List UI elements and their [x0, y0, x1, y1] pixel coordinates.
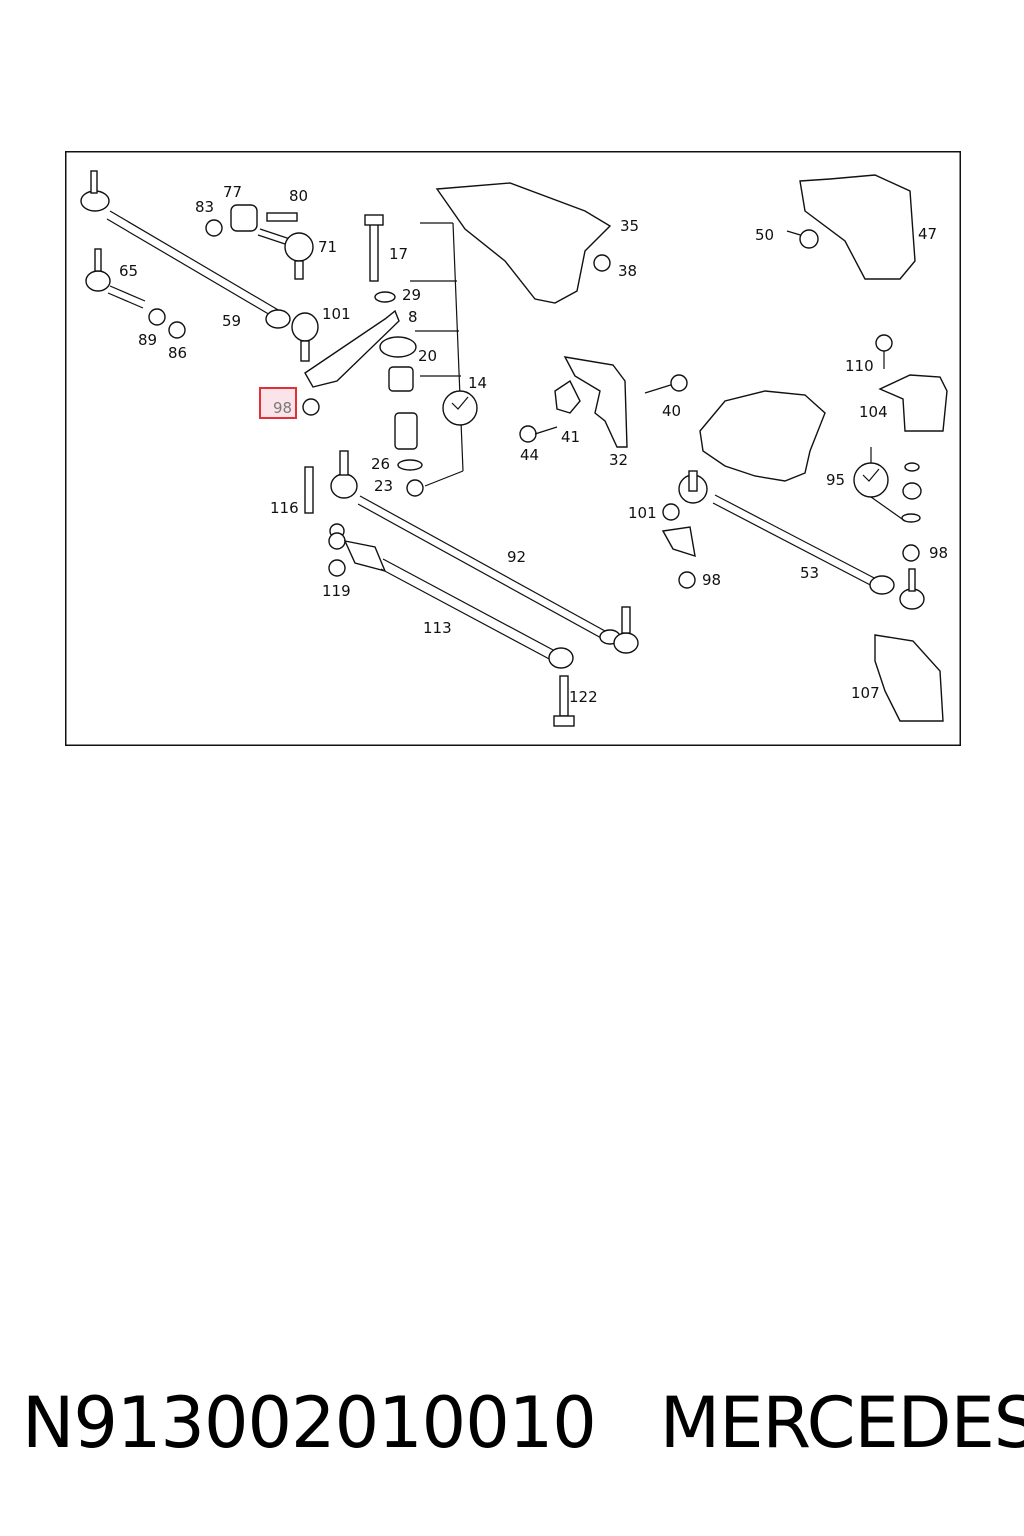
tie-rod-end-65 — [85, 248, 186, 339]
label-98-highlighted: 98 — [273, 399, 292, 417]
bracket-32 — [519, 356, 688, 448]
label-59: 59 — [222, 312, 241, 330]
label-77: 77 — [223, 183, 242, 201]
idler-arm-assembly — [302, 214, 478, 497]
label-92: 92 — [507, 548, 526, 566]
part-caption: N913002010010 MERCEDES — [22, 1378, 1024, 1468]
label-86: 86 — [168, 344, 187, 362]
label-95: 95 — [826, 471, 845, 489]
label-20: 20 — [418, 347, 437, 365]
label-113: 113 — [423, 619, 452, 637]
label-14: 14 — [468, 374, 487, 392]
small-parts-77-83-80-71 — [205, 204, 314, 280]
tie-rod-53 — [661, 470, 925, 610]
label-47: 47 — [918, 225, 937, 243]
label-26: 26 — [371, 455, 390, 473]
bracket-104 — [875, 334, 948, 432]
bracket-47 — [786, 174, 916, 280]
label-119: 119 — [322, 582, 351, 600]
label-122: 122 — [569, 688, 598, 706]
label-89: 89 — [138, 331, 157, 349]
part-number: N913002010010 — [22, 1382, 597, 1464]
label-110: 110 — [845, 357, 874, 375]
label-35: 35 — [620, 217, 639, 235]
label-116: 116 — [270, 499, 299, 517]
parts-diagram: 83 77 80 71 65 59 101 89 86 17 29 8 20 1… — [65, 151, 961, 746]
highlight-box — [259, 387, 297, 419]
label-41: 41 — [561, 428, 580, 446]
label-98-lower: 98 — [702, 571, 721, 589]
label-17: 17 — [389, 245, 408, 263]
label-71: 71 — [318, 238, 337, 256]
label-32: 32 — [609, 451, 628, 469]
label-8: 8 — [408, 308, 418, 326]
label-38: 38 — [618, 262, 637, 280]
label-53: 53 — [800, 564, 819, 582]
tie-rod-59 — [80, 170, 319, 362]
label-83: 83 — [195, 198, 214, 216]
label-101-right: 101 — [628, 504, 657, 522]
steering-gear — [699, 390, 826, 482]
label-50: 50 — [755, 226, 774, 244]
label-44: 44 — [520, 446, 539, 464]
label-101-left: 101 — [322, 305, 351, 323]
label-29: 29 — [402, 286, 421, 304]
shield-107 — [874, 634, 944, 722]
brand-name: MERCEDES — [659, 1382, 1024, 1464]
label-80: 80 — [289, 187, 308, 205]
repair-kit-95 — [853, 447, 922, 523]
steering-damper-113 — [328, 523, 575, 727]
drag-link-92 — [304, 450, 639, 654]
label-40: 40 — [662, 402, 681, 420]
label-104: 104 — [859, 403, 888, 421]
label-98-right: 98 — [929, 544, 948, 562]
label-107: 107 — [851, 684, 880, 702]
label-65: 65 — [119, 262, 138, 280]
label-23: 23 — [374, 477, 393, 495]
shield-35 — [435, 182, 612, 304]
